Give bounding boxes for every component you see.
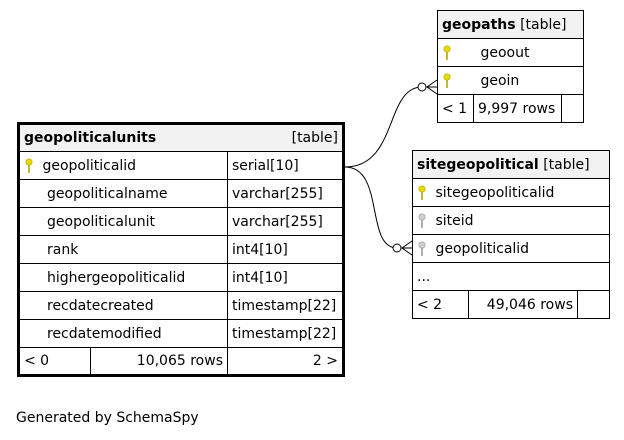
table-tag: [table] <box>520 16 567 33</box>
parents-link[interactable]: < 1 <box>437 94 474 123</box>
children-link[interactable]: 2 > <box>227 347 344 376</box>
table-name: sitegeopolitical <box>417 156 539 173</box>
row-count: 9,997 rows <box>473 94 562 123</box>
column-name: geopoliticalname <box>47 185 168 202</box>
column-type: timestamp[22] <box>227 319 344 348</box>
column-name: geoin <box>480 72 520 89</box>
column-row[interactable]: geopoliticalid <box>412 234 610 263</box>
edge-sitegeopolitical-crowfoot <box>401 240 413 256</box>
edge-geopaths-zero-marker <box>417 82 427 92</box>
column-row[interactable]: recdatecreated <box>18 291 228 320</box>
column-name: geopoliticalid <box>435 240 530 257</box>
column-type: int4[10] <box>227 263 344 292</box>
column-row[interactable]: geoin <box>437 66 584 95</box>
primary-key-icon <box>417 184 431 201</box>
edge-sitegeopolitical-geopoliticalid <box>344 166 398 249</box>
column-type: varchar[255] <box>227 207 344 236</box>
column-name: rank <box>47 241 79 258</box>
parents-link[interactable]: < 2 <box>412 290 469 319</box>
generated-by-label: Generated by SchemaSpy <box>16 410 199 426</box>
column-row[interactable]: recdatemodified <box>18 319 228 348</box>
primary-key-icon <box>442 44 456 61</box>
column-name: recdatemodified <box>47 325 162 342</box>
more-columns[interactable]: ... <box>412 262 610 291</box>
table-header[interactable]: geopaths [table] <box>437 10 584 39</box>
children-link[interactable] <box>577 290 610 319</box>
table-name: geopaths <box>442 16 516 33</box>
column-type: serial[10] <box>227 151 344 180</box>
edge-geopaths-crowfoot <box>426 79 438 95</box>
row-count: 10,065 rows <box>90 347 228 376</box>
column-name: sitegeopoliticalid <box>435 184 555 201</box>
column-row[interactable]: highergeopoliticalid <box>18 263 228 292</box>
column-type: timestamp[22] <box>227 291 344 320</box>
column-name: highergeopoliticalid <box>47 269 186 286</box>
primary-key-icon <box>442 72 456 89</box>
children-link[interactable] <box>561 94 584 123</box>
table-tag: [table] <box>543 156 590 173</box>
column-name: recdatecreated <box>47 297 154 314</box>
column-row[interactable]: rank <box>18 235 228 264</box>
edge-geopaths-geoin <box>344 86 423 168</box>
column-name: geoout <box>480 44 530 61</box>
edge-sitegeopolitical-zero-marker <box>392 243 402 253</box>
column-type: varchar[255] <box>227 179 344 208</box>
parents-link[interactable]: < 0 <box>18 347 91 376</box>
column-name: geopoliticalid <box>42 157 137 174</box>
column-name: siteid <box>435 212 474 229</box>
table-geopaths[interactable]: geopaths [table] geoout geoin < 1 9,997 … <box>437 10 584 123</box>
table-tag: [table] <box>291 130 338 146</box>
column-row[interactable]: geopoliticalid <box>18 151 228 180</box>
column-row[interactable]: sitegeopoliticalid <box>412 178 610 207</box>
column-row[interactable]: siteid <box>412 206 610 235</box>
column-type: int4[10] <box>227 235 344 264</box>
column-row[interactable]: geopoliticalname <box>18 179 228 208</box>
table-name: geopoliticalunits <box>24 130 157 146</box>
table-sitegeopolitical[interactable]: sitegeopolitical [table] sitegeopolitica… <box>412 150 610 319</box>
column-name: geopoliticalunit <box>47 213 155 230</box>
table-geopoliticalunits[interactable]: geopoliticalunits [table] geopoliticalid… <box>17 122 345 377</box>
foreign-key-icon <box>417 240 431 257</box>
column-row[interactable]: geopoliticalunit <box>18 207 228 236</box>
table-header[interactable]: sitegeopolitical [table] <box>412 150 610 179</box>
row-count: 49,046 rows <box>468 290 578 319</box>
primary-key-icon <box>24 157 38 174</box>
foreign-key-icon <box>417 212 431 229</box>
table-header[interactable]: geopoliticalunits [table] <box>18 123 344 152</box>
column-row[interactable]: geoout <box>437 38 584 67</box>
